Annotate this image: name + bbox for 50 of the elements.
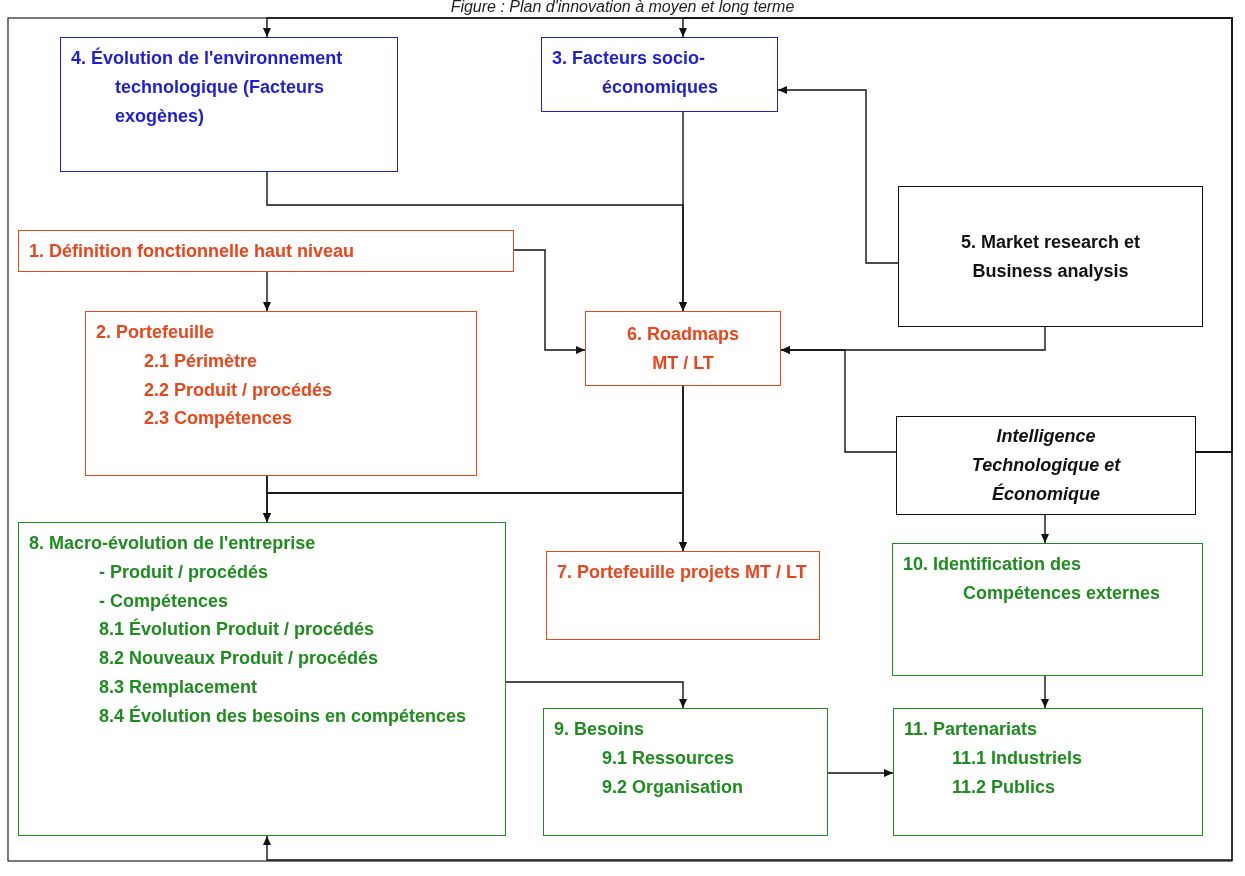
arrow — [1041, 675, 1049, 709]
box-text: 7. Portefeuille projets MT / LT — [557, 561, 808, 584]
process-box — [898, 186, 1203, 327]
box-text: 10. Identification des Compétences externes — [903, 553, 1162, 605]
box-text: 1. Définition fonctionnelle haut niveau — [29, 240, 356, 263]
box-text: 9.2 Organisation — [601, 775, 745, 799]
process-box — [893, 708, 1203, 836]
box-text: 2.3 Compétences — [143, 407, 294, 431]
figure-title: Figure : Plan d'innovation à moyen et long terme — [450, 0, 795, 15]
box-text: Intelligence Technologique et Économique — [970, 425, 1122, 506]
arrow — [513, 249, 586, 354]
box-text: 11. Partenariats — [904, 718, 1039, 741]
box-text: 2.1 Périmètre — [143, 349, 259, 373]
arrow — [679, 111, 687, 312]
box-text: 11.1 Industriels — [951, 746, 1084, 770]
process-box — [18, 230, 514, 272]
arrow — [263, 271, 271, 312]
arrow — [679, 17, 1233, 453]
process-box — [546, 551, 820, 640]
process-box — [543, 708, 828, 836]
arrow — [263, 385, 684, 523]
arrow — [505, 681, 687, 709]
arrow — [777, 86, 899, 264]
box-text: 4. Évolution de l'environnement technologique (Facteurs exogènes) — [71, 46, 344, 128]
arrow — [827, 769, 894, 777]
box-text: 9.1 Ressources — [601, 746, 736, 770]
box-text: 8.2 Nouveaux Produit / procédés — [98, 647, 380, 671]
box-text: 6. Roadmaps MT / LT — [625, 322, 740, 375]
arrow — [780, 346, 897, 453]
box-text: - Compétences — [98, 589, 230, 613]
process-box — [18, 522, 506, 836]
process-box — [896, 416, 1196, 515]
process-box — [585, 311, 781, 386]
box-text: - Produit / procédés — [98, 560, 270, 584]
box-text: 2.2 Produit / procédés — [143, 378, 334, 402]
box-text: 8.3 Remplacement — [98, 676, 259, 699]
box-text: 2. Portefeuille — [96, 321, 216, 344]
box-text: 3. Facteurs socio-économiques — [552, 47, 720, 99]
process-box — [85, 311, 477, 476]
box-text: 8. Macro-évolution de l'entreprise — [29, 532, 317, 555]
process-box — [892, 543, 1203, 676]
arrow — [1041, 514, 1049, 544]
box-text: 9. Besoins — [554, 718, 646, 741]
box-text: 11.2 Publics — [951, 775, 1057, 799]
arrow — [263, 451, 1233, 861]
box-text: 8.1 Évolution Produit / procédés — [98, 617, 376, 642]
box-text: 5. Market research et Business analysis — [959, 230, 1142, 283]
process-box — [60, 37, 398, 172]
process-box — [541, 37, 778, 112]
box-text: 8.4 Évolution des besoins en compétences — [98, 704, 468, 728]
